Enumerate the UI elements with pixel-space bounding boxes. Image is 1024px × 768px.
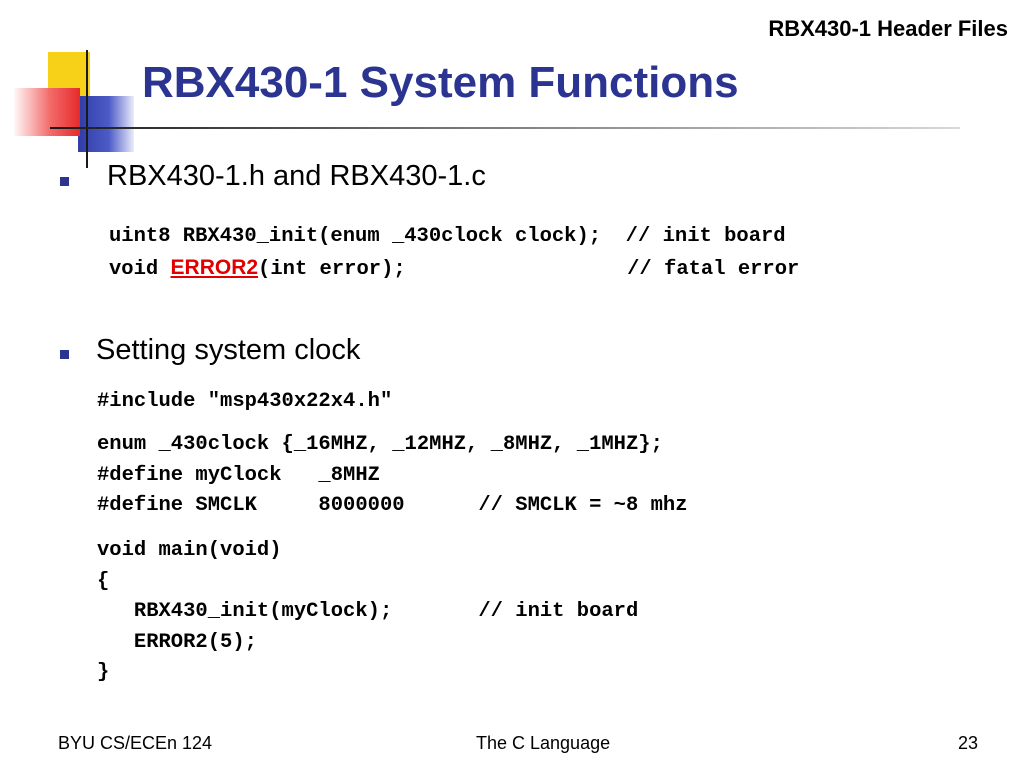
bullet-marker — [60, 350, 69, 359]
slide-title: RBX430-1 System Functions — [142, 58, 739, 107]
title-underline — [50, 127, 960, 129]
footer-course: BYU CS/ECEn 124 — [58, 733, 213, 753]
code-enum-block: enum _430clock {_16MHZ, _12MHZ, _8MHZ, _… — [97, 433, 688, 517]
code-include: #include "msp430x22x4.h" — [97, 390, 393, 413]
code-error-suffix: (int error); // fatal error — [258, 258, 800, 281]
bullet-text-clock: Setting system clock — [96, 334, 361, 366]
code-line-init: uint8 RBX430_init(enum _430clock clock);… — [109, 225, 786, 248]
bullet-text-files: RBX430-1.h and RBX430-1.c — [107, 160, 486, 192]
section-header: RBX430-1 Header Files — [768, 16, 1008, 41]
decorative-vertical-line — [86, 50, 88, 168]
error2-highlight: ERROR2 — [170, 256, 259, 279]
code-line-error: void ERROR2(int error); // fatal error — [109, 253, 799, 286]
bullet-marker — [60, 177, 69, 186]
footer-topic: The C Language — [476, 733, 611, 753]
page-number: 23 — [957, 733, 978, 753]
code-void: void — [109, 258, 171, 281]
code-main-block: void main(void) { RBX430_init(myClock); … — [97, 539, 639, 684]
